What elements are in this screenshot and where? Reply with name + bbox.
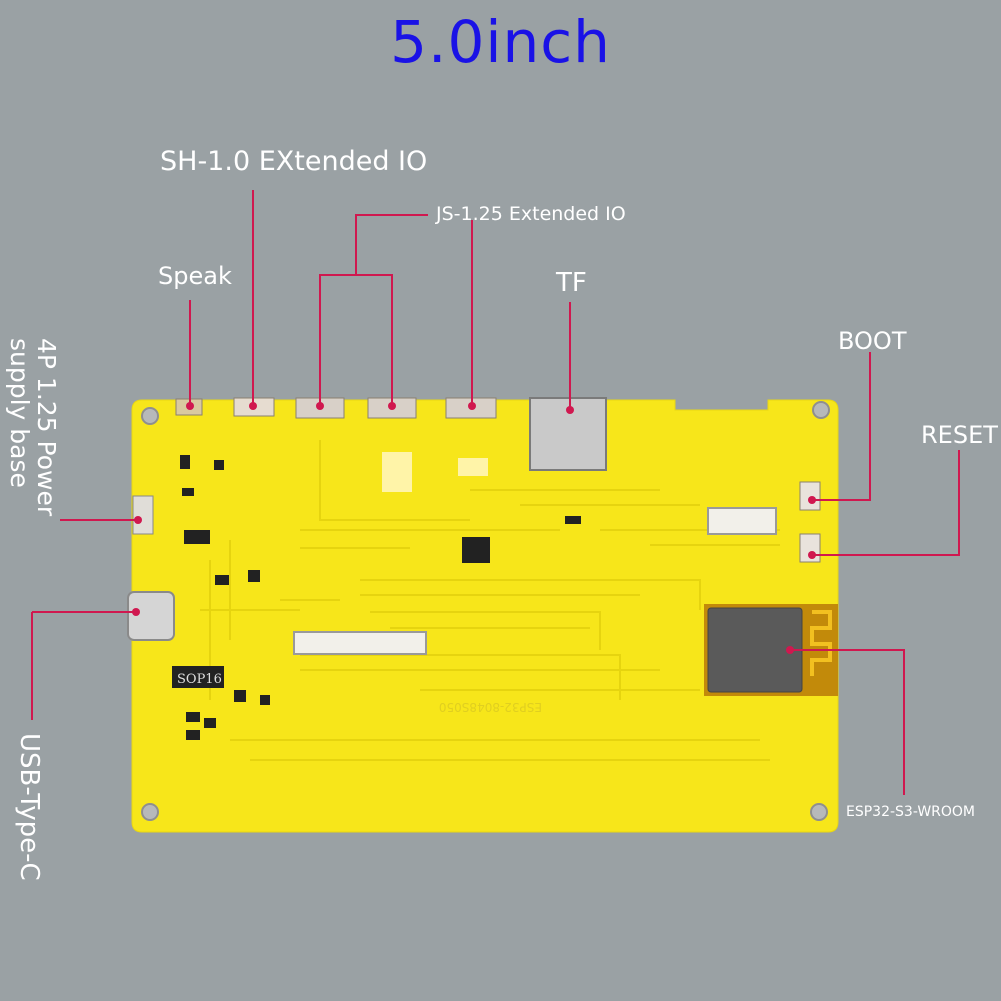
sh-io-label: SH-1.0 EXtended IO (160, 146, 428, 177)
usb-callout (31, 611, 136, 720)
mounting-holes (141, 401, 830, 821)
board-silkscreen: ESP32-8048S050 (439, 700, 542, 714)
sop16-chip (172, 666, 224, 688)
callout-lines (31, 190, 960, 795)
page-title: 5.0inch (390, 8, 611, 76)
sop16-marking: SOP16 (177, 672, 222, 687)
antenna-trace (810, 610, 832, 676)
boot-label: BOOT (838, 327, 907, 355)
boot-callout (812, 352, 871, 501)
js-io-label: JS-1.25 Extended IO (436, 203, 626, 225)
esp-module-label: ESP32-S3-WROOM (846, 804, 976, 820)
reset-callout (812, 450, 960, 556)
pcb-traces (200, 440, 780, 761)
fpc-connector-large (293, 631, 427, 655)
small-components (180, 455, 581, 740)
speak-label: Speak (158, 262, 232, 290)
ic-chip-2 (462, 537, 490, 563)
ic-chip-1 (184, 530, 210, 544)
usb-c-port (127, 591, 175, 641)
pcb-board (131, 399, 839, 833)
callout-dots (132, 402, 816, 654)
fpc-connector-small (707, 507, 777, 535)
js-io-callout (319, 214, 428, 406)
power-connector (132, 495, 154, 535)
boot-button (799, 481, 821, 511)
reset-label: RESET (921, 421, 998, 449)
tf-label: TF (556, 268, 587, 298)
esp-callout (790, 649, 905, 795)
